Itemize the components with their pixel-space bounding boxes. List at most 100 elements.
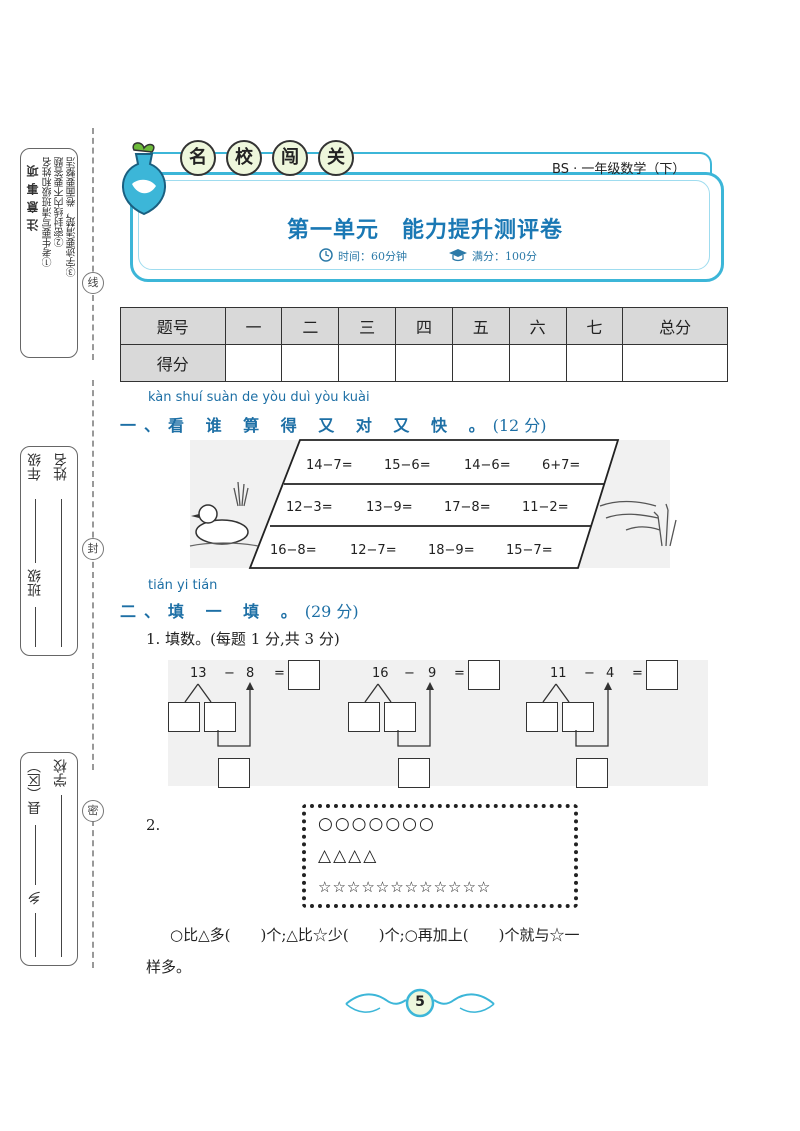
question-2-text-1: ○比△多( )个;△比☆少( )个;○再加上( )个就与☆一 [170, 926, 580, 944]
section1-pinyin: kàn shuí suàn de yòu duì yòu kuài [148, 390, 370, 405]
table-header-cell: 六 [508, 307, 567, 345]
section2-pinyin: tián yi tián [148, 578, 218, 593]
notes-title: 注意事项 [26, 159, 40, 231]
seal-line [92, 820, 94, 968]
graduation-cap-icon [449, 249, 467, 262]
notes-box: 注意事项 ①考生要写清班级和姓名 ②密封线内不要答题 ③字迹要清楚，卷面要整洁 [20, 148, 78, 358]
series-char-3: 闯 [272, 140, 308, 176]
section2-title: 二、填 一 填 。(29 分) [120, 598, 359, 622]
shapes-frame [302, 804, 578, 908]
item3-split-box-1[interactable] [526, 702, 558, 732]
table-header-cell: 三 [338, 307, 397, 345]
section1-title: 一、看 谁 算 得 又 对 又 快 。(12 分) [120, 412, 547, 436]
section1-points: (12 分) [492, 416, 547, 435]
item1-lines [184, 682, 254, 747]
item3-answer-box[interactable] [646, 660, 678, 690]
seal-mark-secret: 密 [82, 800, 104, 822]
calc-item: 14−6= [464, 458, 511, 473]
edition-label: BS · 一年级数学（下） [552, 162, 686, 177]
series-char-2: 校 [226, 140, 262, 176]
item2-split-box-2[interactable] [384, 702, 416, 732]
seal-mark-seal: 封 [82, 538, 104, 560]
note-3: ③字迹要清楚，卷面要整洁 [67, 157, 78, 277]
table-row: 题号 一 二 三 四 五 六 七 总分 [120, 307, 728, 345]
name-line [61, 499, 62, 647]
item1-split-box-2[interactable] [204, 702, 236, 732]
full-score: 满分：100分 [472, 250, 537, 263]
time-limit: 时间：60分钟 [338, 250, 407, 263]
score-cell[interactable] [508, 344, 567, 382]
item3-lines [542, 682, 612, 747]
table-header-cell: 一 [224, 307, 283, 345]
item3-split-box-2[interactable] [562, 702, 594, 732]
decompose-area [168, 660, 708, 786]
school-line [61, 795, 62, 957]
field-school: 学校 [53, 759, 69, 787]
score-cell[interactable] [281, 344, 340, 382]
item3-minuend: 11 [550, 666, 567, 681]
score-table: 题号 一 二 三 四 五 六 七 总分 得分 [120, 307, 728, 382]
calc-item: 18−9= [428, 543, 475, 558]
item1-step-box[interactable] [218, 758, 250, 788]
clock-icon [319, 248, 333, 262]
table-row: 得分 [120, 344, 728, 382]
score-cell[interactable] [395, 344, 453, 382]
calc-item: 12−3= [286, 500, 333, 515]
score-row-label: 得分 [120, 344, 226, 382]
field-grade: 年级 [27, 453, 43, 481]
item2-lines [364, 682, 434, 747]
grade-line [35, 499, 36, 563]
item3-minus: − [584, 666, 595, 681]
table-header-cell: 题号 [120, 307, 226, 345]
score-cell[interactable] [451, 344, 510, 382]
item1-minus: − [224, 666, 235, 681]
page-ornament [345, 988, 495, 1018]
page-number: 5 [415, 994, 425, 1010]
question-2-text-2: 样多。 [146, 958, 192, 976]
score-cell[interactable] [338, 344, 397, 382]
series-char-4: 关 [318, 140, 354, 176]
score-cell[interactable] [622, 344, 728, 382]
banner-tab-bar [150, 152, 712, 174]
item2-minuend: 16 [372, 666, 389, 681]
calc-item: 14−7= [306, 458, 353, 473]
field-township: 乡 [27, 891, 43, 905]
score-cell[interactable] [565, 344, 624, 382]
county-line [35, 825, 36, 885]
section2-points: (29 分) [304, 602, 359, 621]
field-name: 姓名 [53, 453, 69, 481]
calc-parallelogram [190, 439, 670, 569]
item1-subtrahend: 8 [246, 666, 255, 681]
calc-item: 12−7= [350, 543, 397, 558]
item1-equals: = [274, 666, 285, 681]
item3-equals: = [632, 666, 643, 681]
question-2-label: 2. [146, 816, 161, 834]
item1-split-box-1[interactable] [168, 702, 200, 732]
table-header-cell: 二 [281, 307, 340, 345]
field-class: 班级 [27, 569, 43, 597]
item1-answer-box[interactable] [288, 660, 320, 690]
item3-subtrahend: 4 [606, 666, 615, 681]
seal-mark-line: 线 [82, 272, 104, 294]
calc-item: 11−2= [522, 500, 569, 515]
item2-subtrahend: 9 [428, 666, 437, 681]
item2-split-box-1[interactable] [348, 702, 380, 732]
field-county: 县（区） [27, 759, 43, 815]
header-banner [130, 172, 724, 282]
item2-equals: = [454, 666, 465, 681]
item2-answer-box[interactable] [468, 660, 500, 690]
table-header-cell: 四 [395, 307, 453, 345]
item3-step-box[interactable] [576, 758, 608, 788]
calc-item: 16−8= [270, 543, 317, 558]
seal-line [92, 380, 94, 770]
score-cell[interactable] [224, 344, 283, 382]
seal-line [92, 128, 94, 360]
item2-step-box[interactable] [398, 758, 430, 788]
item2-minus: − [404, 666, 415, 681]
header-banner-inner [138, 180, 710, 270]
table-header-cell: 七 [565, 307, 624, 345]
class-line [35, 607, 36, 647]
item1-minuend: 13 [190, 666, 207, 681]
page-title: 第一单元 能力提升测评卷 [286, 217, 563, 243]
stars-row: ☆☆☆☆☆☆☆☆☆☆☆☆ [318, 878, 492, 896]
